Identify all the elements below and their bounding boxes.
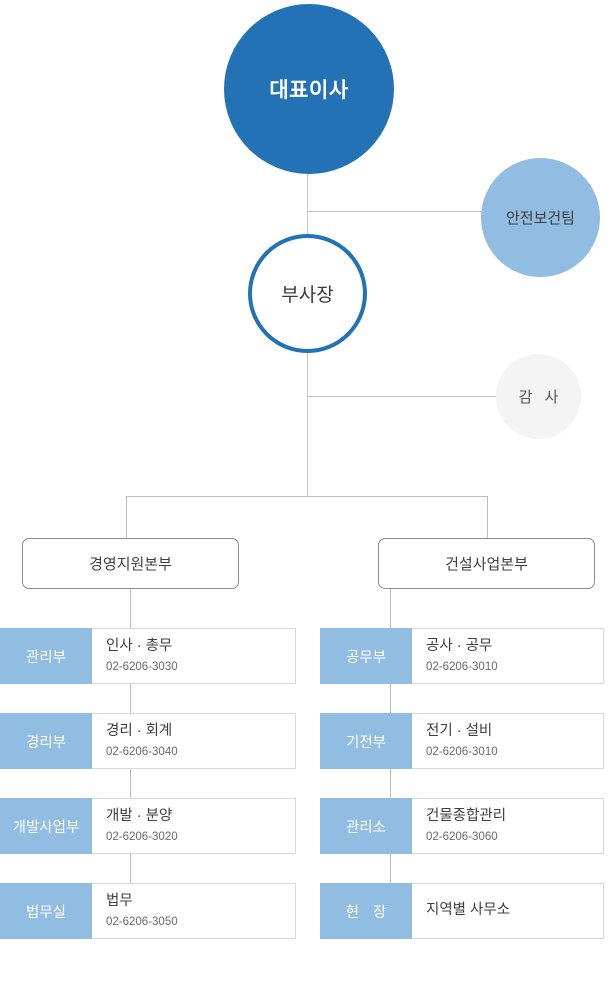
dept-tag: 관리부 bbox=[0, 628, 92, 684]
dept-tag: 경리부 bbox=[0, 713, 92, 769]
dept-row-facility-office[interactable]: 관리소 건물종합관리 02-6206-3060 bbox=[320, 798, 604, 854]
node-vice-president-label: 부사장 bbox=[281, 285, 334, 306]
dept-phone: 02-6206-3040 bbox=[106, 745, 178, 758]
dept-title: 건물종합관리 bbox=[426, 808, 507, 825]
node-auditor-label: 감 사 bbox=[518, 389, 563, 406]
dept-tag-label: 기전부 bbox=[345, 734, 387, 751]
connector-division-split-bar bbox=[126, 496, 488, 497]
dept-title: 인사 · 총무 bbox=[106, 638, 173, 655]
dept-tag-label: 경리부 bbox=[25, 734, 67, 751]
connector-down-to-left-division bbox=[126, 496, 127, 538]
dept-body: 건물종합관리 02-6206-3060 bbox=[412, 798, 604, 854]
dept-phone: 02-6206-3060 bbox=[426, 830, 498, 843]
dept-tag: 개발사업부 bbox=[0, 798, 92, 854]
dept-body: 법무 02-6206-3050 bbox=[92, 883, 296, 939]
dept-tag: 법무실 bbox=[0, 883, 92, 939]
dept-row-management[interactable]: 관리부 인사 · 총무 02-6206-3030 bbox=[0, 628, 296, 684]
dept-tag-label: 관리부 bbox=[25, 649, 67, 666]
dept-tag: 공무부 bbox=[320, 628, 412, 684]
dept-row-electrical[interactable]: 기전부 전기 · 설비 02-6206-3010 bbox=[320, 713, 604, 769]
dept-body: 지역별 사무소 bbox=[412, 883, 604, 939]
dept-body: 인사 · 총무 02-6206-3030 bbox=[92, 628, 296, 684]
node-auditor[interactable]: 감 사 bbox=[496, 354, 581, 439]
dept-title: 공사 · 공무 bbox=[426, 638, 493, 655]
dept-row-site[interactable]: 현 장 지역별 사무소 bbox=[320, 883, 604, 939]
dept-body: 경리 · 회계 02-6206-3040 bbox=[92, 713, 296, 769]
node-ceo[interactable]: 대표이사 bbox=[224, 4, 394, 174]
dept-body: 개발 · 분양 02-6206-3020 bbox=[92, 798, 296, 854]
dept-phone: 02-6206-3010 bbox=[426, 660, 498, 673]
connector-down-to-right-division bbox=[487, 496, 488, 538]
dept-row-engineering-affairs[interactable]: 공무부 공사 · 공무 02-6206-3010 bbox=[320, 628, 604, 684]
dept-body: 공사 · 공무 02-6206-3010 bbox=[412, 628, 604, 684]
node-vice-president[interactable]: 부사장 bbox=[248, 234, 367, 353]
dept-tag: 기전부 bbox=[320, 713, 412, 769]
dept-phone: 02-6206-3050 bbox=[106, 915, 178, 928]
dept-row-development[interactable]: 개발사업부 개발 · 분양 02-6206-3020 bbox=[0, 798, 296, 854]
division-label: 건설사업본부 bbox=[445, 556, 528, 573]
node-safety-team-label: 안전보건팀 bbox=[505, 210, 575, 227]
connector-ceo-to-safety-team bbox=[307, 211, 482, 212]
division-label: 경영지원본부 bbox=[89, 556, 172, 573]
dept-title: 지역별 사무소 bbox=[426, 902, 511, 919]
dept-phone: 02-6206-3030 bbox=[106, 660, 178, 673]
dept-tag-label: 법무실 bbox=[25, 904, 67, 921]
dept-tag-label: 공무부 bbox=[345, 649, 387, 666]
division-box-construction-business[interactable]: 건설사업본부 bbox=[378, 538, 595, 589]
dept-row-legal[interactable]: 법무실 법무 02-6206-3050 bbox=[0, 883, 296, 939]
dept-row-accounting[interactable]: 경리부 경리 · 회계 02-6206-3040 bbox=[0, 713, 296, 769]
dept-title: 법무 bbox=[106, 893, 133, 910]
dept-title: 경리 · 회계 bbox=[106, 723, 173, 740]
dept-title: 개발 · 분양 bbox=[106, 808, 173, 825]
dept-tag: 관리소 bbox=[320, 798, 412, 854]
dept-tag: 현 장 bbox=[320, 883, 412, 939]
node-ceo-label: 대표이사 bbox=[269, 79, 349, 102]
dept-title: 전기 · 설비 bbox=[426, 723, 493, 740]
dept-tag-label: 현 장 bbox=[345, 904, 392, 921]
dept-tag-label: 관리소 bbox=[345, 819, 387, 836]
connector-ceo-to-vp bbox=[307, 172, 308, 240]
division-box-management-support[interactable]: 경영지원본부 bbox=[22, 538, 239, 589]
node-safety-team[interactable]: 안전보건팀 bbox=[481, 158, 600, 277]
connector-vp-down bbox=[307, 352, 308, 497]
dept-tag-label: 개발사업부 bbox=[12, 819, 80, 836]
dept-phone: 02-6206-3020 bbox=[106, 830, 178, 843]
connector-vp-to-auditor bbox=[307, 396, 497, 397]
dept-body: 전기 · 설비 02-6206-3010 bbox=[412, 713, 604, 769]
dept-phone: 02-6206-3010 bbox=[426, 745, 498, 758]
